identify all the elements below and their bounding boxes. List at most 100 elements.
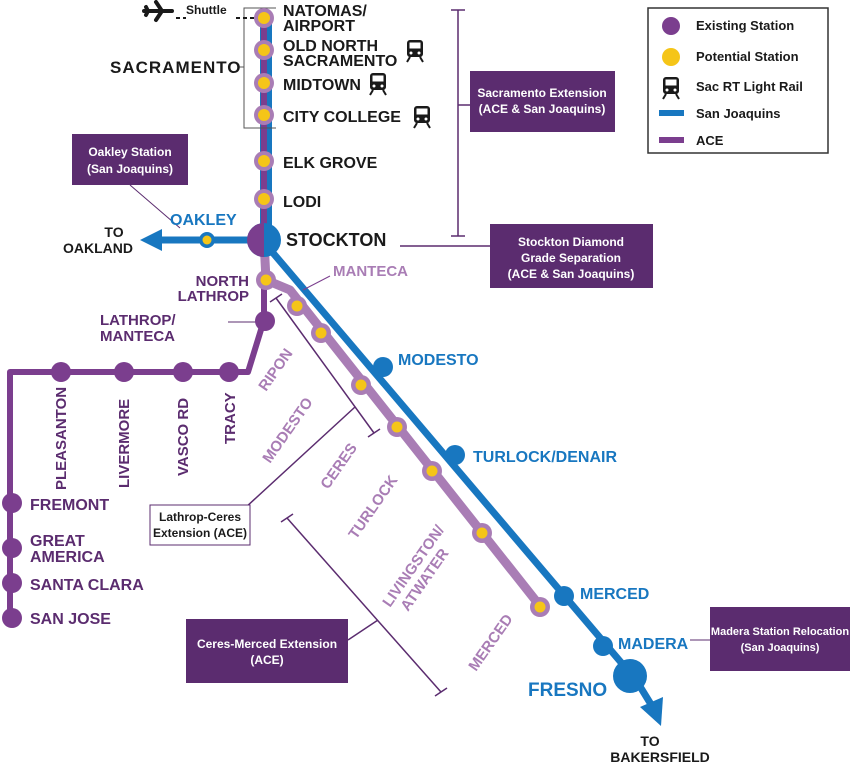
sacramento-bracket bbox=[238, 7, 276, 129]
label-modesto-sj: MODESTO bbox=[398, 352, 479, 369]
svg-text:Lathrop-Ceres: Lathrop-Ceres bbox=[159, 510, 241, 524]
station-great-america bbox=[2, 538, 22, 558]
light-rail-icon-citycollege bbox=[413, 105, 431, 129]
station-santa-clara bbox=[2, 573, 22, 593]
label-vasco: VASCO RD bbox=[175, 398, 192, 476]
label-to-bakersfield-1: TO bbox=[640, 733, 659, 749]
legend-potential-label: Potential Station bbox=[696, 49, 799, 64]
to-bakersfield-arrow bbox=[640, 697, 663, 726]
label-to-oakland-1: TO bbox=[104, 224, 123, 240]
label-great-america-1: GREAT bbox=[30, 533, 85, 550]
svg-text:(ACE): (ACE) bbox=[250, 653, 283, 667]
label-oldnorth-2: SACRAMENTO bbox=[283, 53, 397, 70]
station-modesto-sj bbox=[373, 357, 393, 377]
label-pleasanton: PLEASANTON bbox=[53, 387, 70, 490]
north-potential-stations bbox=[254, 8, 274, 209]
legend: Existing Station Potential Station Sac R… bbox=[647, 7, 829, 154]
airplane-icon bbox=[142, 0, 174, 22]
manteca-leader bbox=[302, 275, 331, 291]
label-great-america-2: AMERICA bbox=[30, 549, 105, 566]
svg-text:Madera Station Relocation: Madera Station Relocation bbox=[711, 626, 849, 638]
label-stockton: STOCKTON bbox=[286, 230, 386, 250]
station-pleasanton bbox=[51, 362, 71, 382]
legend-existing-swatch bbox=[662, 17, 680, 35]
label-tracy: TRACY bbox=[222, 392, 239, 444]
ace-station-labels: NORTH LATHROP LATHROP/ MANTECA PLEASANTO… bbox=[30, 273, 249, 628]
sj-stations bbox=[373, 357, 647, 693]
ace-extension-line bbox=[259, 239, 544, 609]
label-san-jose: SAN JOSE bbox=[30, 611, 111, 628]
legend-existing-label: Existing Station bbox=[696, 18, 794, 33]
label-turlock-denair: TURLOCK/DENAIR bbox=[473, 449, 617, 466]
svg-text:Sacramento Extension: Sacramento Extension bbox=[477, 86, 606, 100]
lathrop-ceres-bracket bbox=[244, 293, 381, 509]
legend-potential-swatch bbox=[662, 48, 680, 66]
svg-text:Ceres-Merced Extension: Ceres-Merced Extension bbox=[197, 637, 337, 651]
ceres-merced-box: Ceres-Merced Extension (ACE) bbox=[186, 619, 348, 683]
label-modesto-ace: MODESTO bbox=[259, 394, 316, 466]
label-oldnorth-1: OLD NORTH bbox=[283, 38, 378, 55]
shuttle-label: Shuttle bbox=[186, 3, 227, 17]
station-fremont bbox=[2, 493, 22, 513]
station-tracy bbox=[219, 362, 239, 382]
sac-extension-bracket bbox=[451, 9, 470, 237]
svg-text:Extension (ACE): Extension (ACE) bbox=[153, 526, 247, 540]
label-fresno: FRESNO bbox=[528, 680, 607, 701]
label-manteca: MANTECA bbox=[333, 263, 408, 280]
station-san-jose bbox=[2, 608, 22, 628]
label-madera: MADERA bbox=[618, 636, 689, 653]
svg-text:Stockton Diamond: Stockton Diamond bbox=[518, 235, 624, 249]
station-lathrop-manteca bbox=[255, 311, 275, 331]
svg-text:(San Joaquins): (San Joaquins) bbox=[741, 642, 820, 654]
to-oakland-arrow bbox=[140, 229, 162, 251]
label-santa-clara: SANTA CLARA bbox=[30, 577, 144, 594]
sj-station-labels: MODESTO TURLOCK/DENAIR MERCED MADERA FRE… bbox=[398, 352, 689, 701]
label-fremont: FREMONT bbox=[30, 497, 109, 514]
label-lathrop-manteca-2: MANTECA bbox=[100, 328, 175, 345]
label-turlock: TURLOCK bbox=[345, 472, 401, 542]
ace-extension-stations bbox=[256, 270, 550, 617]
oakley-leader bbox=[129, 184, 181, 229]
lathrop-ceres-box: Lathrop-Ceres Extension (ACE) bbox=[149, 504, 251, 546]
label-natomas-1: NATOMAS/ bbox=[283, 3, 367, 20]
legend-lightrail-label: Sac RT Light Rail bbox=[696, 79, 803, 94]
station-fresno bbox=[613, 659, 647, 693]
label-oakley: OAKLEY bbox=[170, 212, 237, 229]
svg-text:(San Joaquins): (San Joaquins) bbox=[87, 162, 173, 176]
label-merced-sj: MERCED bbox=[580, 586, 649, 603]
label-lodi: LODI bbox=[283, 194, 321, 211]
region-sacramento-label: SACRAMENTO bbox=[110, 58, 242, 77]
ace-existing-stations bbox=[2, 311, 275, 628]
label-merced-ace: MERCED bbox=[465, 611, 516, 674]
legend-sj-label: San Joaquins bbox=[696, 106, 781, 121]
oakley-station-box: Oakley Station (San Joaquins) bbox=[72, 134, 188, 185]
label-citycollege: CITY COLLEGE bbox=[283, 109, 401, 126]
label-north-lathrop-2: LATHROP bbox=[178, 288, 249, 305]
station-turlock-denair bbox=[445, 445, 465, 465]
madera-relocation-box: Madera Station Relocation (San Joaquins) bbox=[710, 607, 850, 671]
label-elkgrove: ELK GROVE bbox=[283, 155, 378, 172]
light-rail-icon-midtown bbox=[369, 72, 387, 96]
north-station-labels: NATOMAS/ AIRPORT OLD NORTH SACRAMENTO MI… bbox=[283, 3, 401, 250]
svg-text:(ACE & San Joaquins): (ACE & San Joaquins) bbox=[479, 102, 606, 116]
label-livermore: LIVERMORE bbox=[116, 399, 133, 488]
label-north-lathrop-1: NORTH bbox=[196, 273, 249, 290]
label-midtown: MIDTOWN bbox=[283, 77, 361, 94]
sacramento-extension-box: Sacramento Extension (ACE & San Joaquins… bbox=[470, 71, 615, 132]
label-to-oakland-2: OAKLAND bbox=[63, 240, 133, 256]
stockton-diamond-box: Stockton Diamond Grade Separation (ACE &… bbox=[490, 224, 653, 288]
label-natomas-2: AIRPORT bbox=[283, 18, 355, 35]
station-merced-sj bbox=[554, 586, 574, 606]
label-ripon: RIPON bbox=[255, 346, 296, 395]
ace-line-main bbox=[7, 240, 267, 618]
svg-text:Oakley Station: Oakley Station bbox=[88, 145, 171, 159]
svg-text:Grade Separation: Grade Separation bbox=[521, 251, 621, 265]
label-to-bakersfield-2: BAKERSFIELD bbox=[610, 749, 710, 765]
svg-text:(ACE & San Joaquins): (ACE & San Joaquins) bbox=[508, 267, 635, 281]
station-vasco bbox=[173, 362, 193, 382]
station-madera bbox=[593, 636, 613, 656]
station-livermore bbox=[114, 362, 134, 382]
label-ceres: CERES bbox=[317, 440, 361, 492]
